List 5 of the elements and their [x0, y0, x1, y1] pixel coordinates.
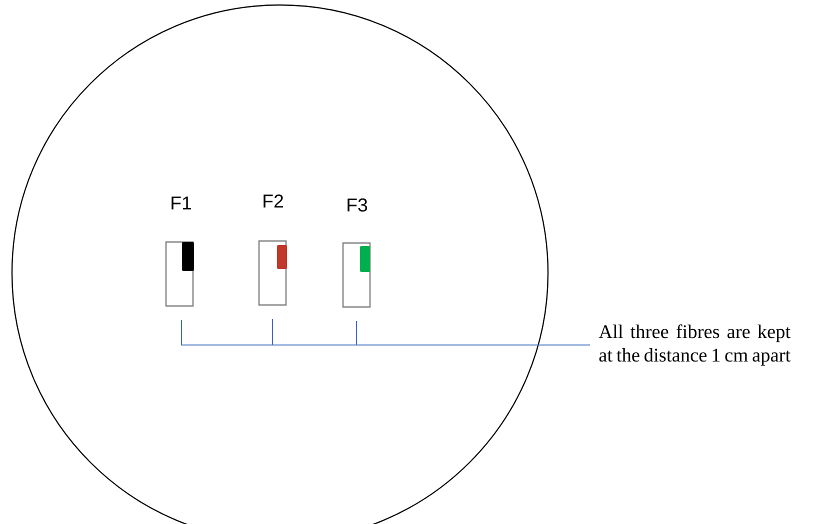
fibre-label: F2	[264, 194, 283, 208]
leader-line	[356, 321, 590, 346]
fibre-label: F3	[348, 198, 368, 212]
note-text: All three fibres are kept at the distance 1 cm apart	[598, 324, 791, 366]
fibre-label: F1	[172, 196, 191, 210]
